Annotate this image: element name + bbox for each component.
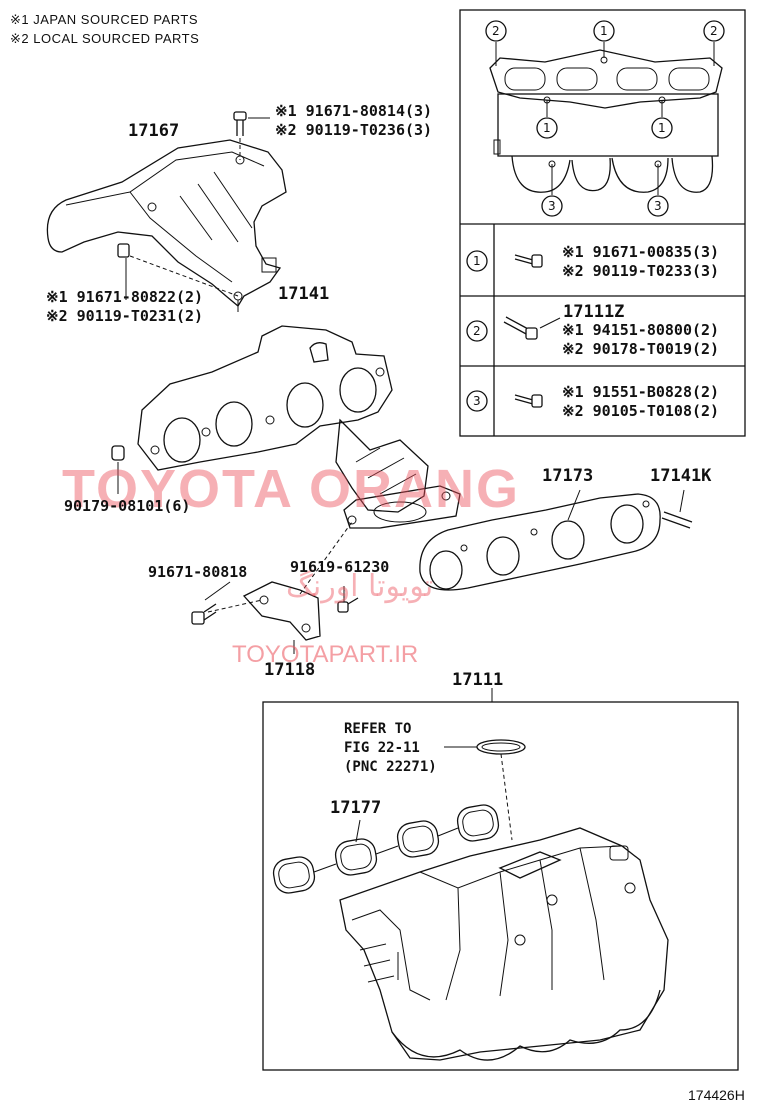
key-row-3-local: ※2 90105-T0108(2) [562,402,720,420]
bracket-bolts-drawing [191,586,359,625]
refer-line-2: FIG 22-11 [344,740,420,756]
callout-insulator-bolt-bottom-local: ※2 90119-T0231(2) [46,307,204,325]
key-row-3-number: 3 [473,394,481,408]
key-bolt-3-drawing [514,394,543,408]
top-view-leaders [495,42,715,195]
top-view-marker: 1 [658,121,666,135]
top-view-marker: 3 [654,199,662,213]
manifold-nut-drawing [111,445,125,494]
intake-gasket-ring-drawing [444,739,526,841]
key-row-1-japan: ※1 91671-00835(3) [562,243,720,261]
key-row-2-local: ※2 90178-T0019(2) [562,340,720,358]
callout-bracket-bolt-right: 91619-61230 [290,558,390,576]
top-view-marker: 2 [710,24,718,38]
part-label-intake-manifold: 17111 [452,670,504,690]
key-row-3-japan: ※1 91551-B0828(2) [562,383,720,401]
exhaust-manifold-drawing [137,325,461,529]
part-label-bracket: 17118 [264,660,316,680]
refer-line-3: (PNC 22271) [344,759,437,775]
key-row-1-local: ※2 90119-T0233(3) [562,262,720,280]
key-stud-2-drawing [503,316,561,340]
exhaust-gasket-drawing [419,489,661,591]
legend-japan-sourced: ※1 JAPAN SOURCED PARTS [10,12,199,27]
top-view-marker: 1 [600,24,608,38]
intake-gasket-drawing [272,804,500,894]
part-label-stud-set: 17111Z [563,302,625,322]
key-row-2-japan: ※1 94151-80800(2) [562,321,720,339]
part-label-heat-insulator: 17167 [128,121,180,141]
part-label-exhaust-manifold: 17141 [278,284,330,304]
bracket-drawing [204,521,353,654]
top-view-marker-circles [466,20,725,412]
callout-insulator-bolt-bottom-japan: ※1 91671-80822(2) [46,288,204,306]
refer-line-1: REFER TO [344,721,412,737]
top-view-marker: 1 [543,121,551,135]
top-view-marker: 3 [548,199,556,213]
callout-bracket-bolt-left: 91671-80818 [148,563,248,581]
intake-flange-top-view [489,49,723,193]
watermark-brand: TOYOTA ORANG [62,459,521,519]
part-label-exhaust-gasket: 17173 [542,466,594,486]
key-row-1-number: 1 [473,254,481,268]
callout-insulator-bolt-top-japan: ※1 91671-80814(3) [275,102,433,120]
intake-box [262,688,739,1071]
callout-insulator-bolt-top-local: ※2 90119-T0236(3) [275,121,433,139]
part-label-intake-gasket: 17177 [330,798,382,818]
insulator-bolts-drawing [117,111,270,312]
key-bolt-1-drawing [514,254,543,268]
watermark-persian: تویوتا اورنگ [286,569,434,604]
heat-insulator-drawing [46,139,287,307]
top-view-marker: 2 [492,24,500,38]
legend-local-sourced: ※2 LOCAL SOURCED PARTS [10,31,200,46]
watermark-site: TOYOTAPART.IR [232,641,419,668]
stud-bolt-drawing [661,489,693,529]
part-label-stud-bolt: 17141K [650,466,712,486]
key-row-2-number: 2 [473,324,481,338]
callout-nut: 90179-08101(6) [64,497,191,515]
intake-manifold-drawing [339,827,669,1061]
figure-code: 174426H [688,1087,745,1103]
top-view-box [459,9,746,437]
